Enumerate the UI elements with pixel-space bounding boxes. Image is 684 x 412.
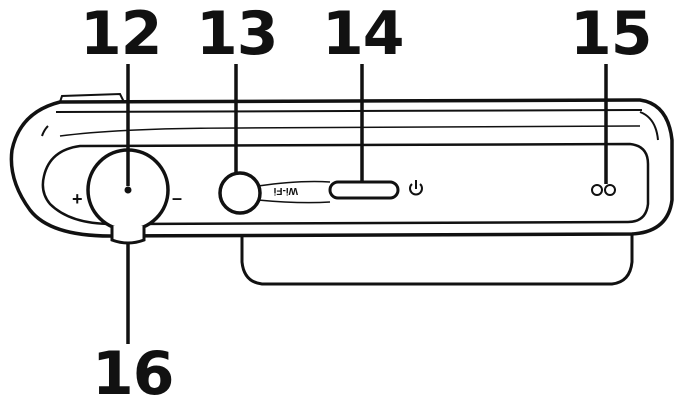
power-icon <box>409 180 423 196</box>
zoom-minus-label: – <box>172 188 182 208</box>
power-button <box>257 180 400 204</box>
wifi-button <box>218 171 262 215</box>
callout-12: 12 <box>80 0 162 69</box>
callout-14: 14 <box>322 0 404 69</box>
callout-15: 15 <box>570 0 652 69</box>
callout-16: 16 <box>92 339 174 409</box>
zoom-plus-label: + <box>72 189 83 209</box>
microphone-holes-icon <box>591 184 616 196</box>
wifi-label: Wi-Fi <box>273 185 298 196</box>
camera-body <box>9 92 674 238</box>
callout-13: 13 <box>196 0 278 69</box>
leader-lines <box>126 64 608 344</box>
